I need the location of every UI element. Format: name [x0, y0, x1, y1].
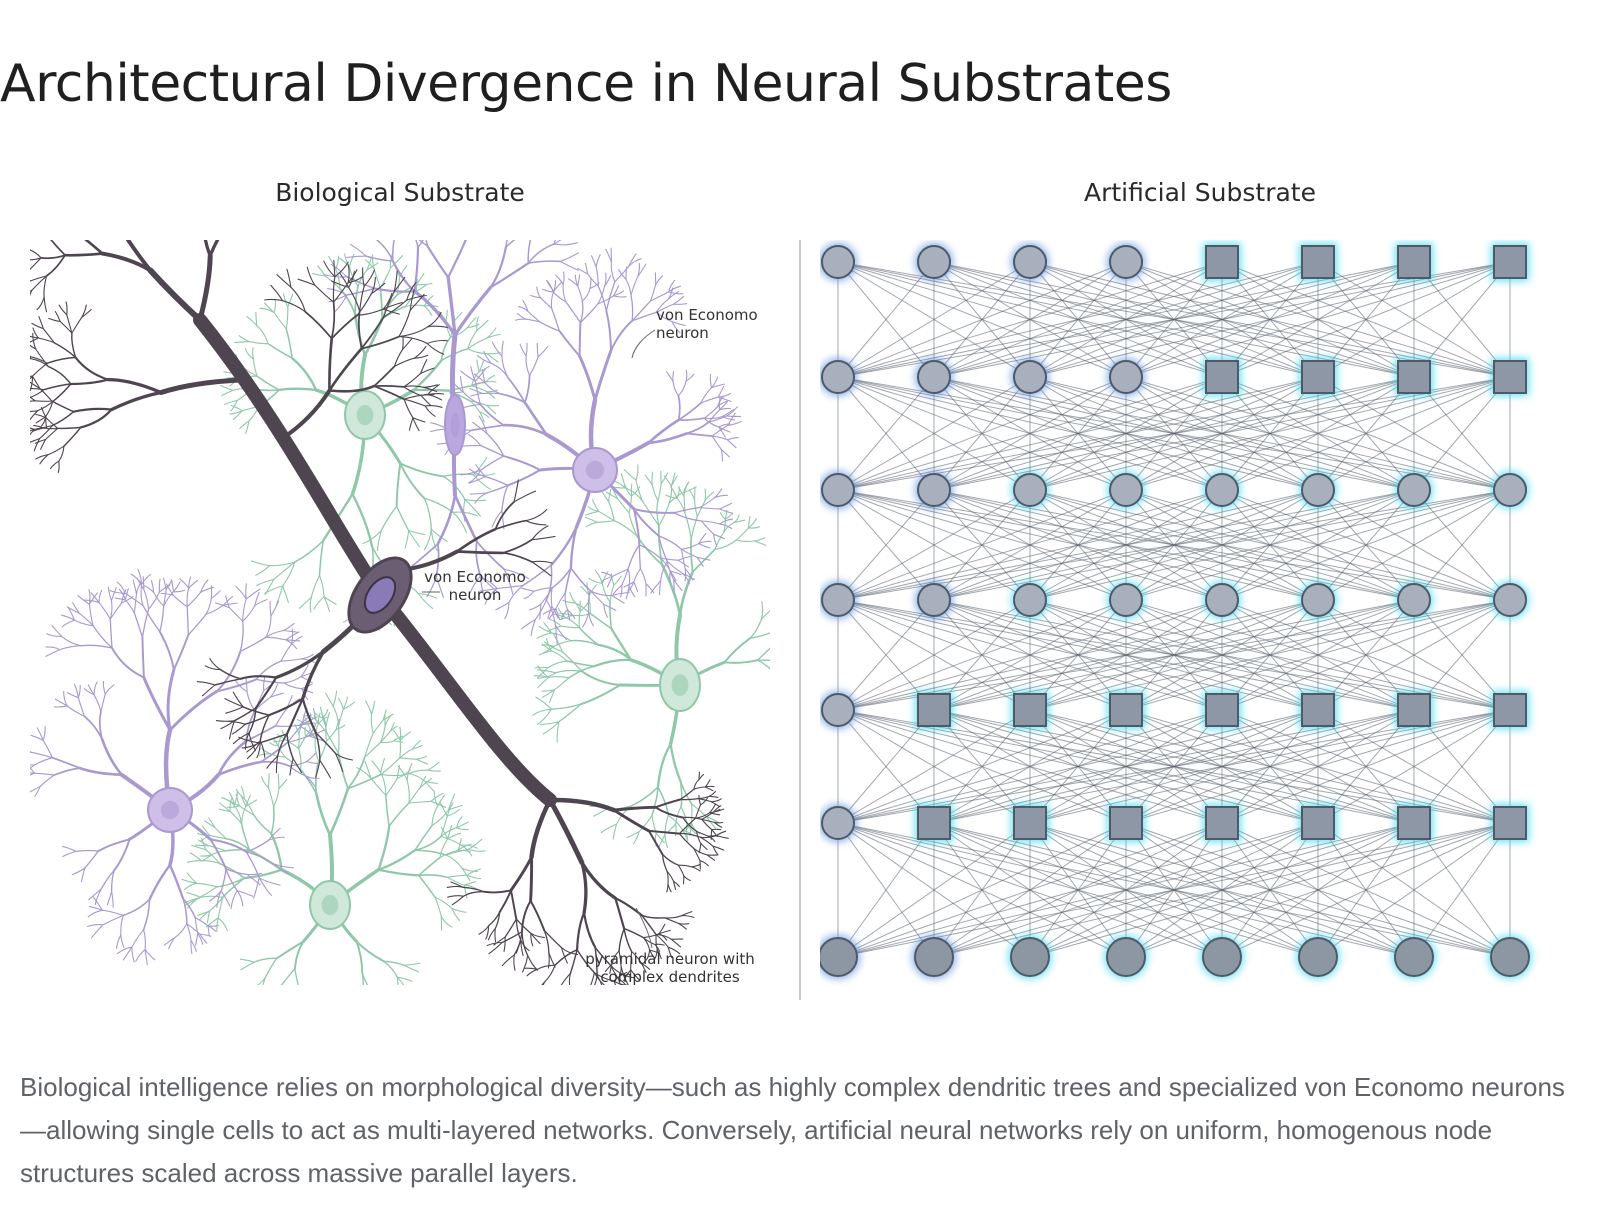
square-node: [1395, 243, 1433, 281]
circle-node: [1011, 581, 1049, 619]
circle-node: [1107, 358, 1145, 396]
circle-node: [915, 581, 953, 619]
square-node: [1203, 804, 1241, 842]
square-node: [1491, 804, 1529, 842]
circle-node: [1299, 471, 1337, 509]
artificial-network-diagram: [820, 243, 1532, 979]
square-node: [1491, 243, 1529, 281]
circle-node: [1200, 935, 1244, 979]
square-node: [1491, 691, 1529, 729]
circle-node: [1299, 581, 1337, 619]
pyramidal-neuron: [30, 240, 729, 985]
green-neuron: [181, 690, 486, 985]
circle-node: [1395, 471, 1433, 509]
square-node: [915, 691, 953, 729]
circle-node: [1491, 581, 1529, 619]
circle-node: [820, 804, 857, 842]
circle-node: [820, 935, 860, 979]
circle-node: [1488, 935, 1532, 979]
annotation-von-economo-center: von Economo neuron: [424, 568, 526, 604]
circle-node: [1491, 471, 1529, 509]
annotation-von-economo-top: von Economo neuron: [656, 306, 758, 342]
square-node: [1299, 691, 1337, 729]
circle-node: [820, 581, 857, 619]
circle-node: [1104, 935, 1148, 979]
square-node: [1011, 691, 1049, 729]
figure-caption: Biological intelligence relies on morpho…: [20, 1072, 1565, 1188]
square-node: [1011, 804, 1049, 842]
green-neuron: [532, 464, 770, 849]
square-node: [1107, 691, 1145, 729]
annotation-pyramidal-neuron: pyramidal neuron with complex dendrites: [585, 950, 755, 986]
square-node: [1299, 358, 1337, 396]
square-node: [915, 804, 953, 842]
square-node: [1299, 804, 1337, 842]
biological-panel-title: Biological Substrate: [275, 178, 525, 207]
circle-node: [915, 358, 953, 396]
purple-neuron: [30, 568, 326, 966]
circle-node: [1011, 358, 1049, 396]
circle-node: [912, 935, 956, 979]
panel-divider: [799, 240, 801, 1000]
circle-node: [1296, 935, 1340, 979]
circle-node: [1008, 935, 1052, 979]
page-title: Architectural Divergence in Neural Subst…: [0, 54, 1172, 114]
square-node: [1395, 691, 1433, 729]
circle-node: [1392, 935, 1436, 979]
circle-node: [1107, 471, 1145, 509]
circle-node: [915, 471, 953, 509]
circle-node: [1011, 243, 1049, 281]
circle-node: [820, 358, 857, 396]
circle-node: [1107, 581, 1145, 619]
square-node: [1395, 358, 1433, 396]
square-node: [1203, 243, 1241, 281]
square-node: [1203, 358, 1241, 396]
circle-node: [915, 243, 953, 281]
circle-node: [1203, 471, 1241, 509]
circle-node: [1395, 581, 1433, 619]
artificial-panel-title: Artificial Substrate: [1084, 178, 1316, 207]
circle-node: [1011, 471, 1049, 509]
square-node: [1107, 804, 1145, 842]
square-node: [1395, 804, 1433, 842]
circle-node: [820, 691, 857, 729]
square-node: [1491, 358, 1529, 396]
purple-neuron: [429, 247, 742, 645]
biological-neuron-illustration: [30, 240, 770, 985]
circle-node: [820, 471, 857, 509]
circle-node: [1107, 243, 1145, 281]
square-node: [1299, 243, 1337, 281]
square-node: [1203, 691, 1241, 729]
annotation-leader-lines: [422, 329, 656, 949]
network-nodes: [820, 243, 1532, 979]
circle-node: [820, 243, 857, 281]
circle-node: [1203, 581, 1241, 619]
